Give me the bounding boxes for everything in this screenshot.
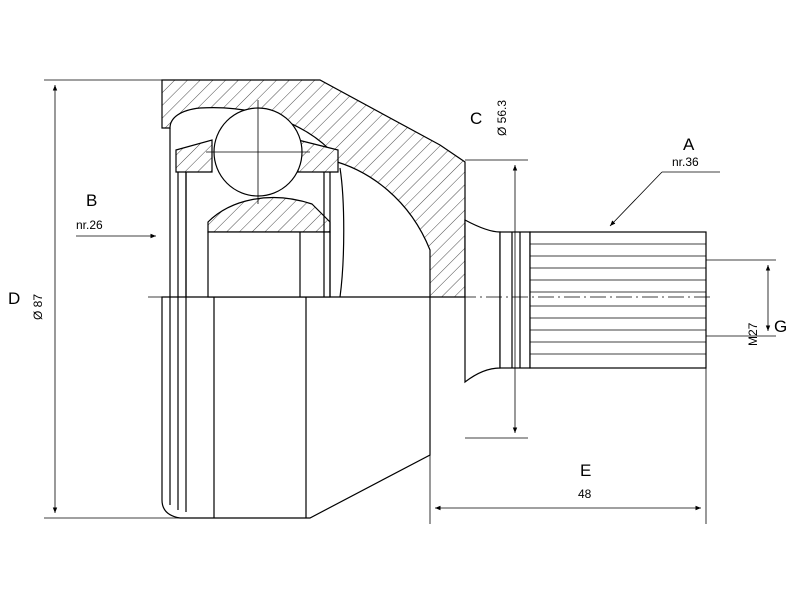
label-D-value: Ø 87 (31, 294, 45, 320)
dimension-E (429, 368, 707, 524)
label-B-letter: B (86, 191, 97, 210)
label-G-value: M27 (746, 322, 760, 346)
dimension-D (44, 79, 180, 519)
label-B-value: nr.26 (76, 218, 103, 232)
dimension-A (609, 171, 720, 227)
dimension-C (465, 159, 528, 439)
dimension-G (706, 259, 776, 337)
label-C-value: Ø 56.3 (495, 100, 509, 136)
label-A-value: nr.36 (672, 155, 699, 169)
label-C-letter: C (470, 109, 482, 128)
splined-shaft (499, 231, 707, 369)
label-E-value: 48 (578, 487, 592, 501)
ball (206, 100, 310, 204)
label-D-letter: D (8, 289, 20, 308)
joint-housing (161, 79, 501, 519)
label-G-letter: G (774, 317, 787, 336)
label-E-letter: E (580, 461, 591, 480)
inner-race (175, 139, 339, 298)
label-A-letter: A (683, 135, 695, 154)
